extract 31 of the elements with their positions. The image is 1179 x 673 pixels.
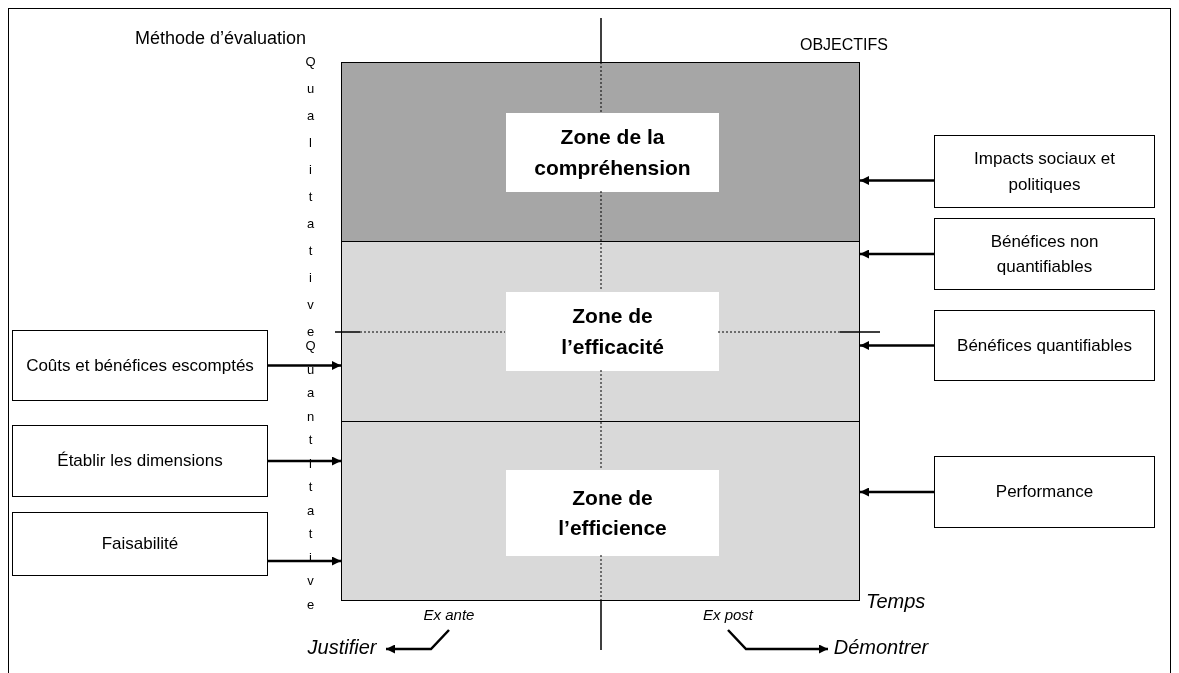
zone-band — [341, 62, 860, 242]
arrow — [860, 176, 934, 185]
objective-box: Coûts et bénéfices escomptés — [12, 330, 268, 401]
time-label: Ex ante — [416, 606, 482, 628]
arrow — [268, 556, 341, 566]
heading-label: Méthode d’évaluation — [135, 28, 308, 50]
zone-band — [341, 241, 860, 422]
axis-label: Quantitative — [302, 338, 319, 608]
arrow — [727, 629, 828, 654]
objective-box: Bénéfices quantifiables — [934, 310, 1155, 381]
objective-box: Performance — [934, 456, 1155, 528]
arrow — [268, 456, 341, 466]
arrow — [860, 249, 934, 259]
axis-label: Qualitative — [302, 54, 319, 334]
axis-label: Temps — [866, 590, 927, 614]
arrow — [268, 361, 341, 370]
outcome-label: Justifier — [300, 636, 384, 662]
objective-box: Impacts sociaux et politiques — [934, 135, 1155, 208]
objective-box: Établir les dimensions — [12, 425, 268, 497]
zone-title: Zone de l’efficience — [506, 470, 719, 556]
heading-label: OBJECTIFS — [800, 36, 889, 55]
arrow — [386, 629, 450, 654]
arrow — [860, 487, 934, 497]
objective-box: Bénéfices non quantifiables — [934, 218, 1155, 290]
zone-title: Zone de l’efficacité — [506, 292, 719, 371]
objective-box: Faisabilité — [12, 512, 268, 576]
arrow — [860, 341, 934, 350]
outcome-label: Démontrer — [830, 636, 932, 662]
zone-band — [341, 421, 860, 601]
time-label: Ex post — [695, 606, 761, 628]
zone-title: Zone de la compréhension — [506, 113, 719, 192]
